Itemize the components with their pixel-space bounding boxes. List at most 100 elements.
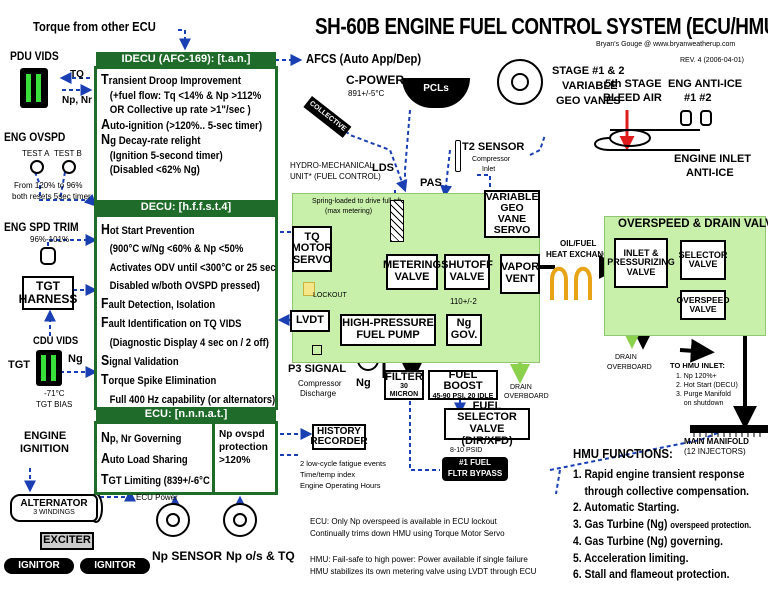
decu-line: Signal Validation	[101, 352, 282, 371]
decu-initial: F	[101, 315, 109, 332]
idecu-text: (Disabled <62% Ng)	[109, 164, 200, 176]
hmu-note-2: HMU stabilizes its own metering valve us…	[310, 567, 537, 576]
idecu-line: OR Collective up rate >1"/sec )	[101, 103, 277, 118]
stage12-label-3: GEO VANES	[556, 95, 621, 107]
decu-line: Activates ODV until <300°C or 25 sec	[101, 259, 282, 277]
ng-vids-label: Ng	[68, 353, 83, 365]
np-ovspd-line: protection	[219, 442, 268, 453]
ng-pump-label: Ng	[356, 377, 371, 389]
idecu-line: (Disabled <62% Ng)	[101, 163, 277, 178]
to-hmu-list: 1. Np 120%+2. Hot Start (DECU)3. Purge M…	[676, 372, 738, 408]
trim-range: 96%-101%	[30, 235, 70, 244]
hmu-functions-title: HMU FUNCTIONS:	[573, 446, 673, 461]
lockout-icon	[303, 282, 315, 296]
alternator-box: ALTERNATOR 3 WINDINGS	[10, 494, 98, 522]
decu-line: (Diagnostic Display 4 sec on / 2 off)	[101, 334, 282, 352]
exciter-box: EXCITER	[40, 532, 94, 550]
p3-port	[312, 345, 322, 355]
lvdt-box: LVDT	[290, 310, 330, 332]
test-a-button[interactable]	[30, 160, 44, 174]
decu-line: Full 400 Hz capability (or alternators)	[101, 391, 282, 409]
afcs-label: AFCS (Auto App/Dep)	[306, 51, 422, 66]
np-ovspd-line: Np ovspd	[219, 429, 265, 440]
decu-text: Disabled w/both OVSPD pressed)	[109, 279, 260, 292]
fatigue-3: Engine Operating Hours	[300, 481, 381, 490]
decu-line: Fault Detection, Isolation	[101, 295, 282, 314]
ecu-power-label: ECU Power	[136, 493, 178, 502]
engine-inlet-2: ANTI-ICE	[686, 167, 734, 179]
thermometer-icon	[455, 140, 461, 172]
ovspd-drain-title: OVERSPEED & DRAIN VALVE	[618, 218, 768, 230]
ecu-line: TGT Limiting (839+/-6°C	[101, 470, 221, 491]
decu-text: Activates ODV until <300°C or 25 sec	[109, 261, 276, 274]
idecu-text: (Ignition 5-second timer)	[109, 149, 223, 162]
np-ovspd-line: >120%	[219, 455, 251, 466]
decu-initial: H	[101, 222, 110, 238]
anti-ice-switch-2[interactable]	[700, 110, 712, 126]
p3-signal-label: P3 SIGNAL	[288, 363, 347, 375]
heat-exchanger-1: OIL/FUEL	[560, 239, 597, 248]
ecu-text: uto Load Sharing	[109, 454, 188, 466]
decu-text: ault Identification on TQ VIDS	[108, 318, 242, 331]
eng-anti-ice-2: #1 #2	[684, 92, 712, 104]
ng-gov-range: 110+/-2	[450, 297, 477, 306]
ovspd-note-1: From 120% to 96%	[14, 181, 83, 190]
page-title: SH-60B ENGINE FUEL CONTROL SYSTEM (ECU/H…	[315, 13, 768, 39]
decu-initial: F	[101, 296, 109, 313]
tgt-bias-value: -71°C	[44, 389, 65, 398]
hmu-label-1: HYDRO-MECHANICAL	[290, 161, 375, 170]
fifth-stage-1: 5th STAGE	[605, 78, 662, 90]
ecu-line: Np, Nr Governing	[101, 428, 221, 449]
ecu-initial: A	[101, 451, 110, 467]
np-nr-label: Np, Nr	[62, 95, 92, 106]
cdu-vids-display	[36, 350, 62, 386]
hmu-note-1: HMU: Fail-safe to high power: Power avai…	[310, 555, 528, 564]
np-ovspd-box: Np ovspd protection >120%	[212, 424, 281, 495]
hmu-function-item: 4. Gas Turbine (Ng) governing.	[573, 534, 724, 548]
decu-line: (900°C w/Ng <60% & Np <50%	[101, 240, 282, 258]
test-b-button[interactable]	[62, 160, 76, 174]
pas-label: PAS	[420, 177, 442, 189]
idecu-line: (Ignition 5-second timer)	[101, 149, 277, 164]
ecu-initial: N	[101, 430, 110, 446]
to-hmu-item: 2. Hot Start (DECU)	[676, 382, 738, 389]
ecu-line: Auto Load Sharing	[101, 449, 221, 470]
test-b-label: TEST B	[54, 149, 82, 158]
idecu-initial: N	[101, 132, 111, 148]
decu-text: ault Detection, Isolation	[108, 299, 216, 312]
ovspd-note-2: both resets 5sec timer	[12, 192, 91, 201]
main-manifold-1: MAIN MANIFOLD	[684, 437, 749, 446]
cdu-vids-label: CDU VIDS	[33, 335, 79, 347]
lockout-label: LOCKOUT	[313, 292, 347, 299]
pdu-vids-display	[20, 68, 48, 108]
ignitor-1: IGNITOR	[4, 558, 74, 574]
hmu-function-item: 5. Acceleration limiting.	[573, 550, 689, 565]
trim-knob[interactable]	[40, 247, 56, 265]
hmu-function-item: 6. Stall and flameout protection.	[573, 567, 730, 581]
idecu-initial: A	[101, 116, 111, 133]
idecu-text: uto-ignition (>120%.. 5-sec timer)	[110, 119, 263, 132]
pdu-vids-label: PDU VIDS	[10, 49, 59, 63]
p3-sub-2: Discharge	[300, 389, 337, 398]
engine-inlet-1: ENGINE INLET	[674, 153, 752, 165]
decu-line: Hot Start Prevention	[101, 221, 282, 240]
spring-icon	[390, 200, 404, 242]
ecu-initial: T	[101, 472, 109, 488]
decu-text: ignal Validation	[109, 356, 179, 369]
decu-line: Disabled w/both OVSPD pressed)	[101, 277, 282, 295]
decu-text: Full 400 Hz capability (or alternators)	[109, 393, 276, 406]
stage12-label-1: STAGE #1 & 2	[552, 65, 625, 77]
anti-ice-switch-1[interactable]	[680, 110, 692, 126]
hmu-function-item: 1. Rapid engine transient response	[573, 467, 745, 481]
